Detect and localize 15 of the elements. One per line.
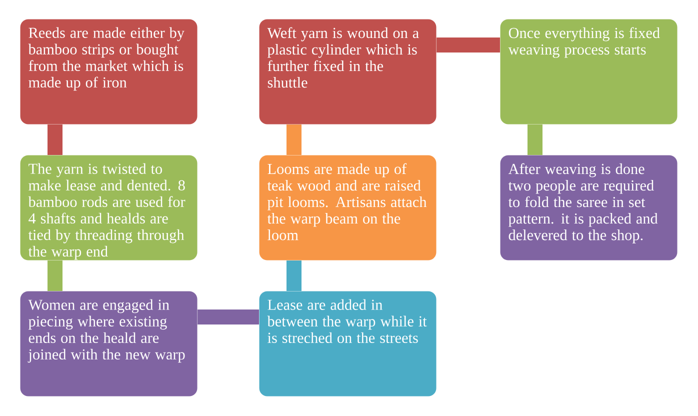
- process-box: After weaving is done two people are required to fold the saree in set pattern. it is packed and delevered to the shop.: [500, 155, 678, 260]
- connector-bar: [436, 38, 500, 52]
- process-box: Reeds are made either by bamboo strips or bought from the market which is made up of iron: [20, 19, 198, 124]
- connector-bar: [48, 260, 62, 291]
- process-box: Looms are made up of teak wood and are raised pit looms. Artisans attach the warp beam on the loom: [259, 155, 436, 260]
- connector-bar: [286, 124, 302, 155]
- process-box: Weft yarn is wound on a plastic cylinder which is further fixed in the shuttle: [259, 19, 436, 124]
- process-box: Lease are added in between the warp while it is streched on the streets: [259, 291, 436, 396]
- connector-bar: [286, 260, 302, 291]
- process-box: Once everything is fixed weaving process starts: [500, 19, 678, 124]
- connector-bar: [528, 124, 542, 155]
- process-box: The yarn is twisted to make lease and dented. 8 bamboo rods are used for 4 shafts and healds are tied by threading through the warp end: [20, 155, 198, 260]
- process-box: Women are engaged in piecing where existing ends on the heald are joined with the new warp: [20, 291, 198, 396]
- connector-bar: [198, 310, 259, 324]
- connector-bar: [48, 124, 62, 155]
